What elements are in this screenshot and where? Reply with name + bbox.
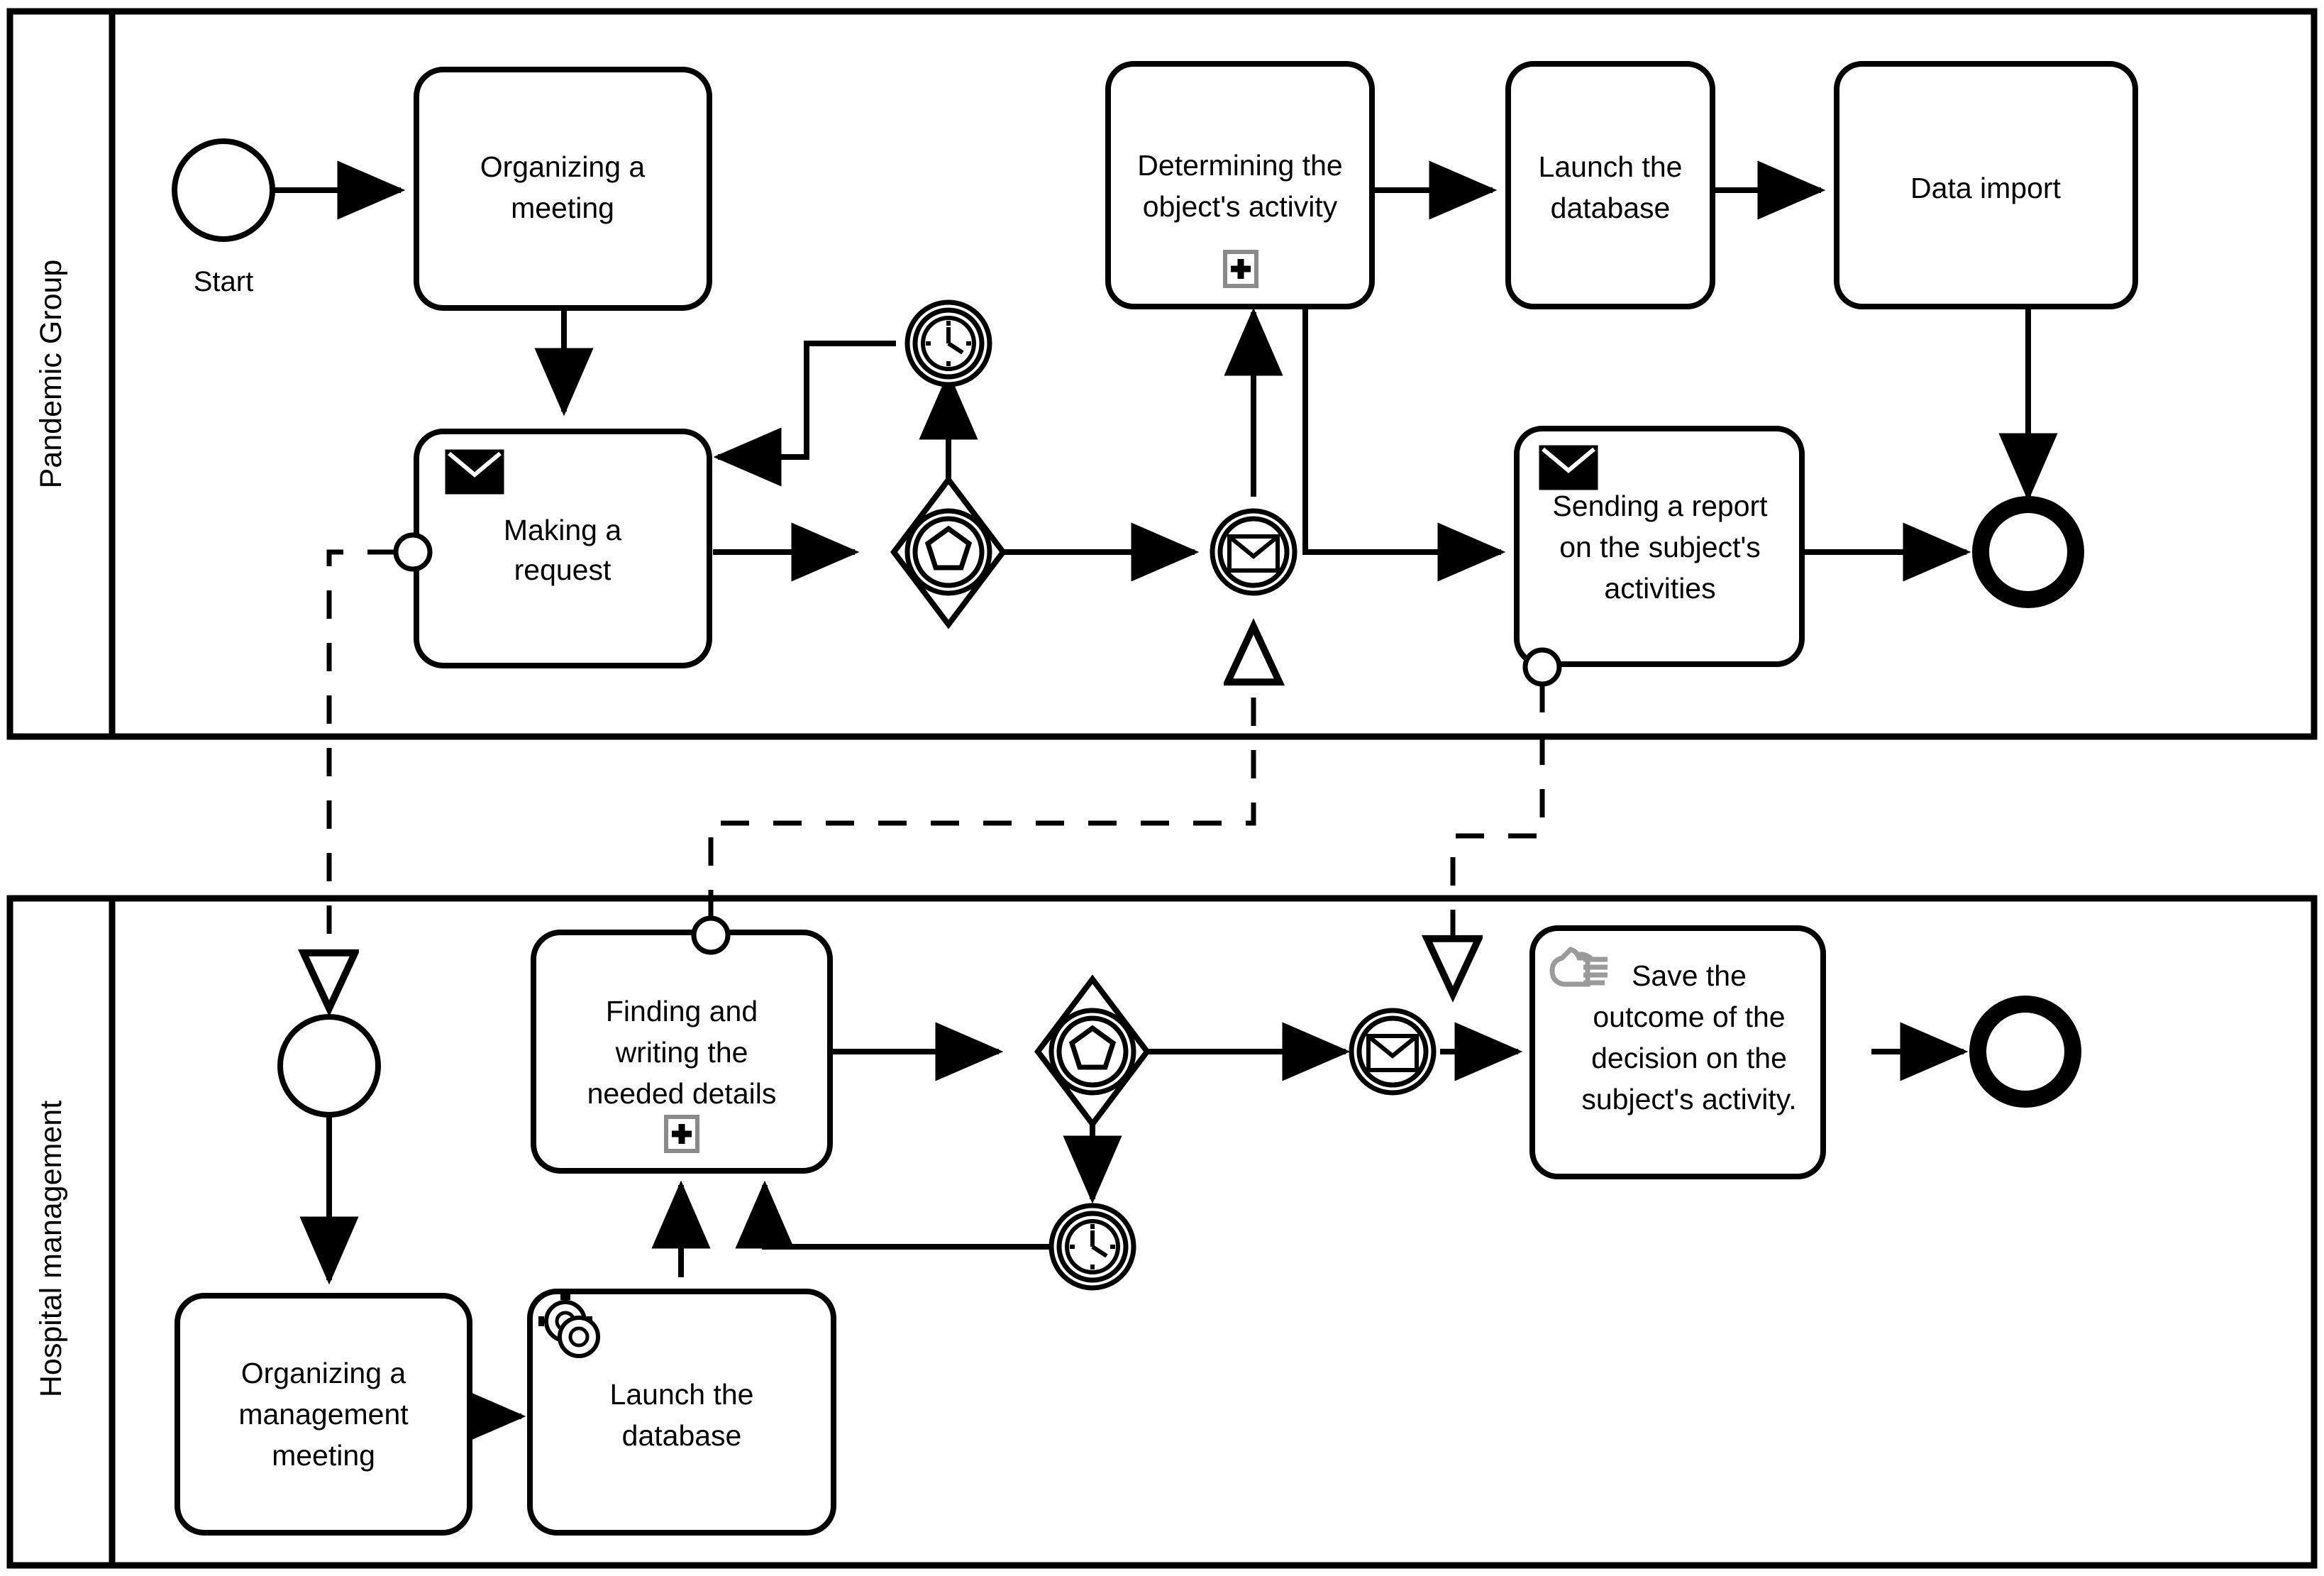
end-event-circle-top[interactable] bbox=[1972, 496, 2084, 608]
task-launch-the-database-bottom-label-line1: Launch the bbox=[610, 1378, 754, 1411]
task-sending-a-report[interactable]: Sending a report on the subject's activi… bbox=[1514, 426, 1805, 687]
task-organizing-a-meeting[interactable]: Organizing a meeting bbox=[414, 67, 712, 311]
plus-marker-icon bbox=[1223, 250, 1258, 288]
task-launch-the-database-top-box[interactable] bbox=[1505, 61, 1715, 309]
task-sending-a-report-label-line3: activities bbox=[1604, 572, 1715, 605]
task-launch-the-database-top-label-line1: Launch the bbox=[1539, 150, 1683, 183]
plus-marker-icon-2 bbox=[664, 1115, 699, 1153]
gateway-event-based-top[interactable] bbox=[890, 475, 1007, 629]
pentagon-icon bbox=[924, 525, 973, 571]
flow-timer-to-making-request bbox=[713, 341, 896, 487]
message-flow-making-request-to-start2 bbox=[329, 549, 396, 1010]
task-data-import[interactable]: Data import bbox=[1834, 61, 2138, 309]
pool-pandemic-group-label: Pandemic Group bbox=[34, 260, 68, 489]
task-save-outcome-label-line1: Save the bbox=[1632, 959, 1747, 992]
task-organizing-mgmt-label-line3: meeting bbox=[272, 1439, 375, 1472]
subprocess-finding-label-line3: needed details bbox=[587, 1077, 777, 1110]
subprocess-finding-label-line2: writing the bbox=[615, 1036, 748, 1069]
envelope-filled-icon bbox=[445, 449, 504, 495]
start-event-circle-2[interactable] bbox=[277, 1014, 381, 1118]
task-organizing-mgmt-label-line2: management bbox=[238, 1398, 409, 1431]
subprocess-determining-object-activity[interactable]: Determining the object's activity bbox=[1105, 61, 1375, 309]
task-launch-the-database-top-label-line2: database bbox=[1551, 192, 1671, 224]
pool-hospital-management-label: Hospital management bbox=[34, 1101, 68, 1397]
task-save-outcome-label-line3: decision on the bbox=[1591, 1042, 1787, 1074]
message-flow-attach-point-finding-writing bbox=[691, 915, 731, 955]
task-save-the-outcome[interactable]: Save the outcome of the decision on the … bbox=[1529, 925, 1826, 1179]
task-launch-the-database-top[interactable]: Launch the database bbox=[1505, 61, 1715, 309]
start-event-hospital[interactable] bbox=[277, 1014, 381, 1118]
end-event-pandemic[interactable] bbox=[1972, 496, 2084, 608]
flow-determining-to-sending-report bbox=[1302, 307, 1506, 582]
task-launch-the-database-bottom-label-line2: database bbox=[622, 1419, 742, 1452]
envelope-outline-icon bbox=[1227, 534, 1280, 573]
task-launch-the-database-bottom[interactable]: Launch the database bbox=[527, 1289, 836, 1536]
subprocess-finding-label-line1: Finding and bbox=[606, 995, 758, 1027]
subprocess-determining-box[interactable] bbox=[1105, 61, 1375, 309]
envelope-outline-icon-2 bbox=[1366, 1034, 1419, 1072]
task-making-a-request-label-line2: request bbox=[514, 553, 612, 586]
task-sending-a-report-label-line2: on the subject's bbox=[1559, 531, 1761, 563]
message-flow-attach-point-making-request bbox=[393, 532, 433, 572]
task-making-a-request-label-line1: Making a bbox=[504, 514, 622, 546]
subprocess-determining-label-line2: object's activity bbox=[1143, 190, 1338, 223]
envelope-filled-icon-2 bbox=[1539, 445, 1598, 490]
sequence-flows-top bbox=[273, 160, 2058, 582]
subprocess-determining-label-line1: Determining the bbox=[1137, 149, 1342, 182]
message-flow-sending-report-to-message-catch-bottom bbox=[1453, 684, 1545, 996]
task-organizing-a-meeting-label-line2: meeting bbox=[511, 192, 614, 224]
task-organizing-a-management-meeting-box[interactable] bbox=[175, 1293, 472, 1536]
task-save-outcome-label-line2: outcome of the bbox=[1593, 1001, 1785, 1033]
task-making-a-request[interactable]: Making a request bbox=[393, 429, 712, 668]
intermediate-timer-event-top[interactable] bbox=[904, 299, 992, 387]
clock-icon bbox=[921, 316, 976, 371]
task-organizing-a-management-meeting[interactable]: Organizing a management meeting bbox=[175, 1293, 472, 1536]
gear-icon bbox=[538, 1294, 600, 1358]
end-event-circle-bottom[interactable] bbox=[1969, 996, 2081, 1108]
clock-icon-2 bbox=[1065, 1219, 1120, 1274]
task-data-import-label: Data import bbox=[1910, 172, 2062, 204]
intermediate-message-catch-event-bottom[interactable] bbox=[1349, 1008, 1437, 1096]
intermediate-timer-event-bottom[interactable] bbox=[1048, 1203, 1136, 1291]
flow-timer2-to-finding-writing bbox=[735, 1180, 1051, 1250]
task-save-outcome-label-line4: subject's activity. bbox=[1581, 1083, 1796, 1115]
task-organizing-a-meeting-label-line1: Organizing a bbox=[480, 150, 646, 183]
pentagon-icon-2 bbox=[1068, 1025, 1117, 1070]
task-data-import-box[interactable] bbox=[1834, 61, 2138, 309]
task-launch-the-database-bottom-box[interactable] bbox=[527, 1289, 836, 1536]
message-flows bbox=[329, 549, 1545, 1010]
task-organizing-a-meeting-box[interactable] bbox=[414, 67, 712, 311]
task-save-the-outcome-box[interactable] bbox=[1529, 925, 1826, 1179]
gateway-event-based-bottom[interactable] bbox=[1034, 974, 1151, 1129]
start-event-label: Start bbox=[194, 266, 253, 297]
end-event-hospital[interactable] bbox=[1969, 996, 2081, 1108]
intermediate-message-catch-event-top[interactable] bbox=[1210, 508, 1297, 596]
start-event-circle[interactable] bbox=[172, 138, 275, 242]
subprocess-finding-and-writing[interactable]: Finding and writing the needed details bbox=[531, 915, 833, 1174]
task-sending-a-report-label-line1: Sending a report bbox=[1552, 490, 1768, 522]
message-flow-attach-point-sending-report bbox=[1522, 647, 1562, 687]
task-organizing-mgmt-label-line1: Organizing a bbox=[241, 1357, 406, 1389]
message-flow-finding-writing-to-message-catch-top bbox=[708, 624, 1254, 918]
hand-icon bbox=[1549, 947, 1608, 987]
subprocess-finding-and-writing-box[interactable] bbox=[531, 930, 833, 1174]
start-event-pandemic[interactable]: Start bbox=[172, 138, 275, 297]
sequence-flows-bottom bbox=[299, 1022, 1969, 1446]
